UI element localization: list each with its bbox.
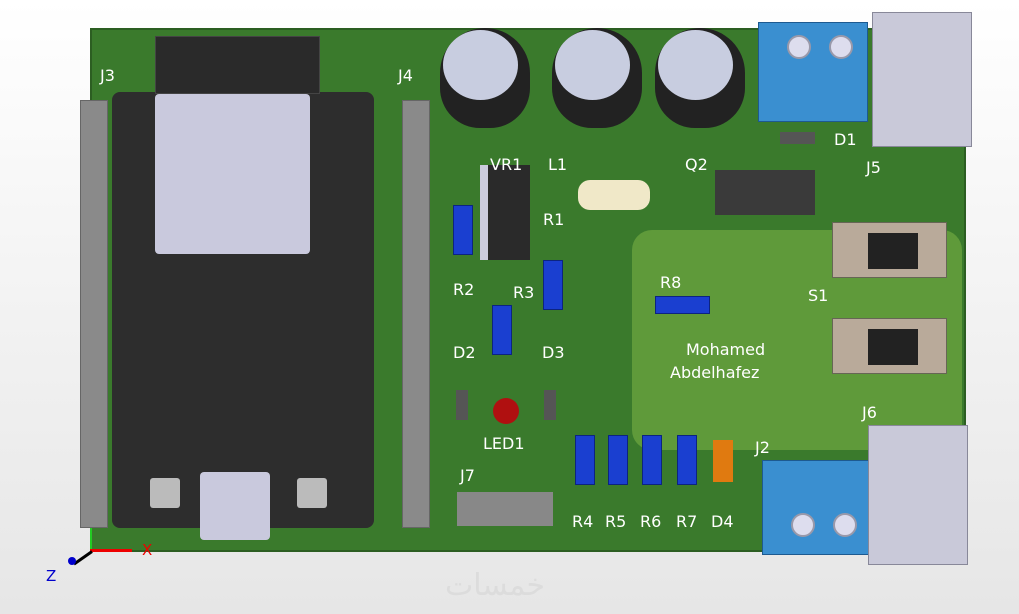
z-axis-line [73,550,93,566]
label-j2: J2 [755,438,770,457]
resistor-r7 [677,435,697,485]
label-j6: J6 [862,403,877,422]
label-j5: J5 [866,158,881,177]
label-j3: J3 [100,66,115,85]
label-vr1: VR1 [490,155,523,174]
label-q2: Q2 [685,155,708,174]
label-d3: D3 [542,343,565,362]
esp32-shield-can [155,94,310,254]
header-j4 [402,100,430,528]
regulator-vr1 [480,165,530,260]
silk-name-last: Abdelhafez [670,363,760,382]
reset-button[interactable] [297,478,327,508]
label-s1: S1 [808,286,829,305]
label-j7: J7 [460,466,475,485]
diode-d2 [456,390,468,420]
resistor-r1 [543,260,563,310]
diode-d4 [713,440,733,482]
capacitor [655,28,745,128]
label-r2: R2 [453,280,475,299]
resistor-r2 [453,205,473,255]
x-axis-line [90,549,132,552]
resistor-r4 [575,435,595,485]
terminal-block-j1 [758,22,868,122]
label-r7: R7 [676,512,698,531]
label-d1: D1 [834,130,857,149]
slide-switch-s1[interactable] [832,222,947,278]
x-axis-label: X [142,541,153,559]
diode-d1 [780,132,815,144]
y-axis-line [90,528,92,550]
label-r8: R8 [660,273,682,292]
watermark: خمسات [445,568,546,603]
label-r6: R6 [640,512,662,531]
resistor-r3 [492,305,512,355]
transistor-q2 [715,170,815,215]
label-r1: R1 [543,210,565,229]
dc-jack-j6 [868,425,968,565]
resistor-r8 [655,296,710,314]
z-axis-dot [68,557,76,565]
header-j3 [80,100,108,528]
capacitor [440,28,530,128]
led1 [493,398,519,424]
diode-d3 [544,390,556,420]
label-j4: J4 [398,66,413,85]
boot-button[interactable] [150,478,180,508]
silk-name-first: Mohamed [686,340,766,359]
resistor-r5 [608,435,628,485]
antenna [155,36,320,94]
header-j7 [457,492,553,526]
dc-jack-j5 [872,12,972,147]
label-led1: LED1 [483,434,525,453]
slide-switch[interactable] [832,318,947,374]
label-r5: R5 [605,512,627,531]
label-d2: D2 [453,343,476,362]
inductor-l1 [578,180,650,210]
label-d4: D4 [711,512,734,531]
z-axis-label: Z [46,567,57,585]
resistor-r6 [642,435,662,485]
terminal-block-j2 [762,460,872,555]
label-r3: R3 [513,283,535,302]
label-l1: L1 [548,155,568,174]
label-r4: R4 [572,512,594,531]
usb-connector[interactable] [200,472,270,540]
capacitor [552,28,642,128]
